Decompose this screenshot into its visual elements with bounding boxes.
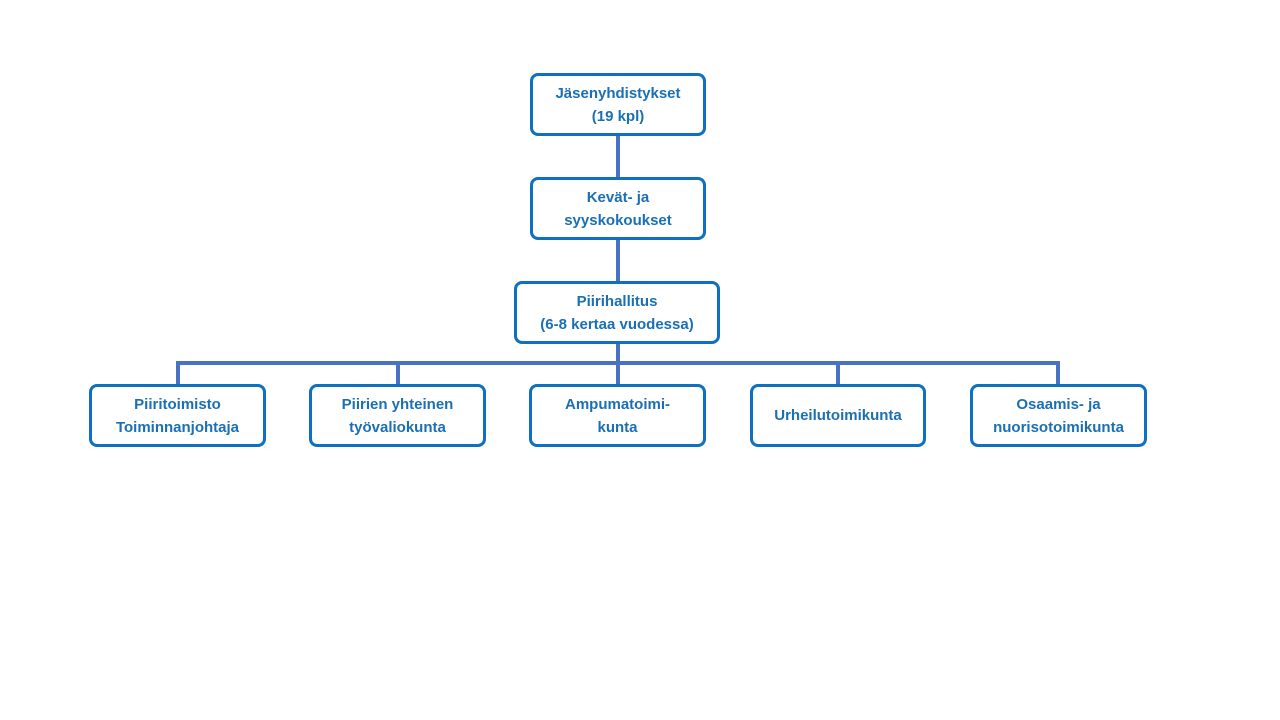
node-district-office: Piiritoimisto Toiminnanjohtaja — [89, 384, 266, 447]
node-skills-youth-committee-label: Osaamis- ja nuorisotoimikunta — [993, 395, 1124, 436]
node-shooting-committee-label: Ampumatoimi- kunta — [565, 395, 670, 436]
node-district-office-label: Piiritoimisto Toiminnanjohtaja — [115, 395, 240, 436]
node-shooting-committee: Ampumatoimi- kunta — [529, 384, 706, 447]
node-joint-working-committee: Piirien yhteinen työvaliokunta — [309, 384, 486, 447]
node-spring-autumn-meetings: Kevät- ja syyskokoukset — [530, 177, 706, 240]
node-joint-working-committee-label: Piirien yhteinen työvaliokunta — [341, 395, 454, 436]
node-member-associations-label: Jäsenyhdistykset (19 kpl) — [555, 84, 681, 125]
node-member-associations: Jäsenyhdistykset (19 kpl) — [530, 73, 706, 136]
node-sports-committee: Urheilutoimikunta — [750, 384, 926, 447]
node-district-board: Piirihallitus (6-8 kertaa vuodessa) — [514, 281, 720, 344]
node-district-board-label: Piirihallitus (6-8 kertaa vuodessa) — [540, 292, 694, 333]
node-skills-youth-committee: Osaamis- ja nuorisotoimikunta — [970, 384, 1147, 447]
node-sports-committee-label: Urheilutoimikunta — [774, 407, 902, 424]
node-spring-autumn-meetings-label: Kevät- ja syyskokoukset — [564, 188, 672, 229]
